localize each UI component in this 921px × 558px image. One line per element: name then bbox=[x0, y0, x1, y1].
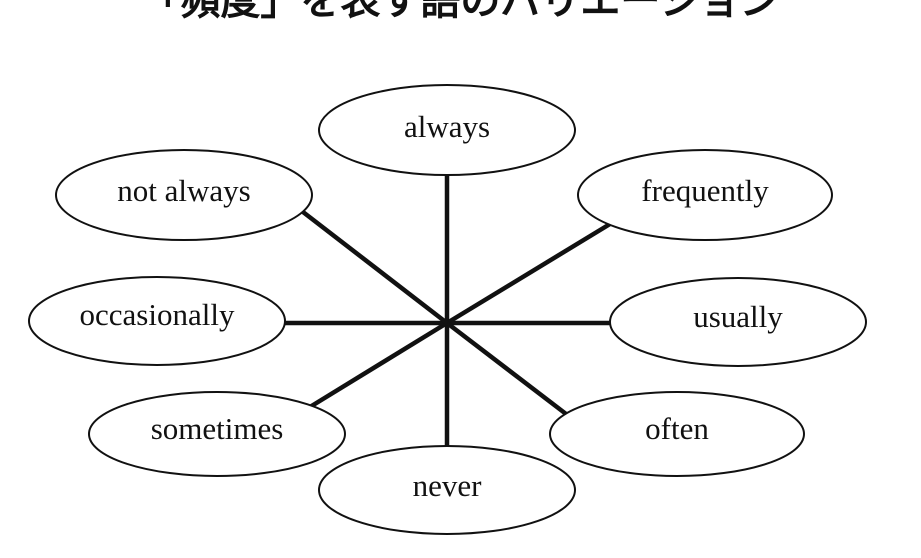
node-label: always bbox=[404, 109, 490, 144]
diagram-title: 「頻度」を表す語のバリエーション bbox=[140, 0, 779, 24]
spoke-often bbox=[445, 321, 572, 419]
spoke-sometimes bbox=[303, 321, 449, 412]
node-label: not always bbox=[117, 173, 250, 208]
node-often: often bbox=[549, 391, 805, 477]
node-always: always bbox=[318, 84, 576, 176]
node-label: often bbox=[645, 411, 709, 446]
spoke-frequently bbox=[445, 222, 612, 325]
node-sometimes: sometimes bbox=[88, 391, 346, 477]
node-label: never bbox=[413, 468, 483, 503]
node-occasionally: occasionally bbox=[28, 276, 286, 366]
node-label: occasionally bbox=[80, 297, 235, 332]
spokes bbox=[285, 175, 612, 453]
node-label: frequently bbox=[641, 173, 769, 208]
node-not-always: not always bbox=[55, 149, 313, 241]
node-label: sometimes bbox=[151, 411, 284, 446]
node-usually: usually bbox=[609, 277, 867, 367]
node-label: usually bbox=[693, 299, 783, 334]
node-never: never bbox=[318, 445, 576, 535]
spoke-not-always bbox=[301, 210, 449, 325]
node-frequently: frequently bbox=[577, 149, 833, 241]
